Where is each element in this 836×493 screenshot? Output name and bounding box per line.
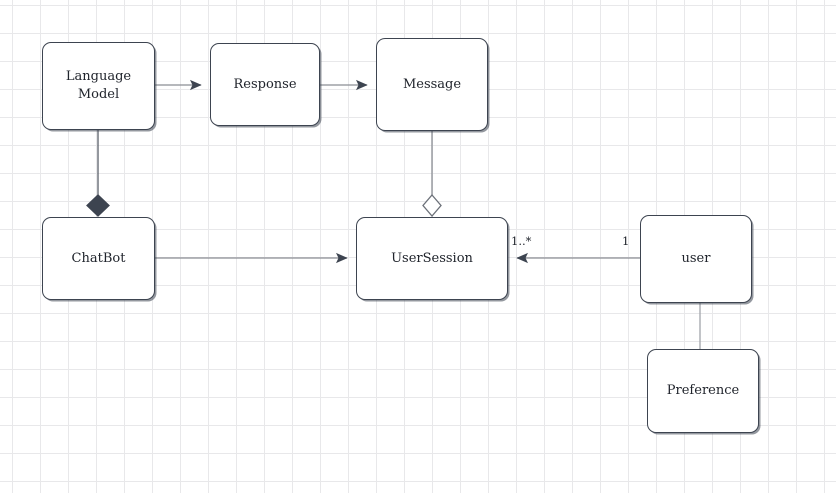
- node-user-label: user: [681, 251, 711, 267]
- node-language-model[interactable]: Language Model: [42, 42, 155, 130]
- node-message-label: Message: [402, 76, 462, 92]
- node-message[interactable]: Message: [376, 38, 488, 131]
- multiplicity-user-one: 1: [622, 234, 630, 248]
- node-preference[interactable]: Preference: [647, 349, 759, 433]
- edge-language-model-to-chatbot[interactable]: [86, 130, 110, 217]
- node-chatbot[interactable]: ChatBot: [42, 217, 155, 300]
- node-response[interactable]: Response: [210, 43, 320, 126]
- filled-diamond-marker: [86, 194, 110, 217]
- node-user[interactable]: user: [640, 215, 752, 303]
- node-preference-label: Preference: [666, 383, 740, 399]
- node-user-session[interactable]: UserSession: [356, 217, 508, 300]
- node-language-model-label: Language Model: [65, 69, 132, 102]
- node-user-session-label: UserSession: [391, 250, 473, 266]
- multiplicity-user-session-many: 1..*: [511, 234, 532, 248]
- hollow-diamond-marker: [422, 194, 442, 217]
- node-chatbot-label: ChatBot: [71, 250, 126, 266]
- node-response-label: Response: [233, 76, 297, 92]
- edge-message-to-user-session[interactable]: [422, 131, 442, 217]
